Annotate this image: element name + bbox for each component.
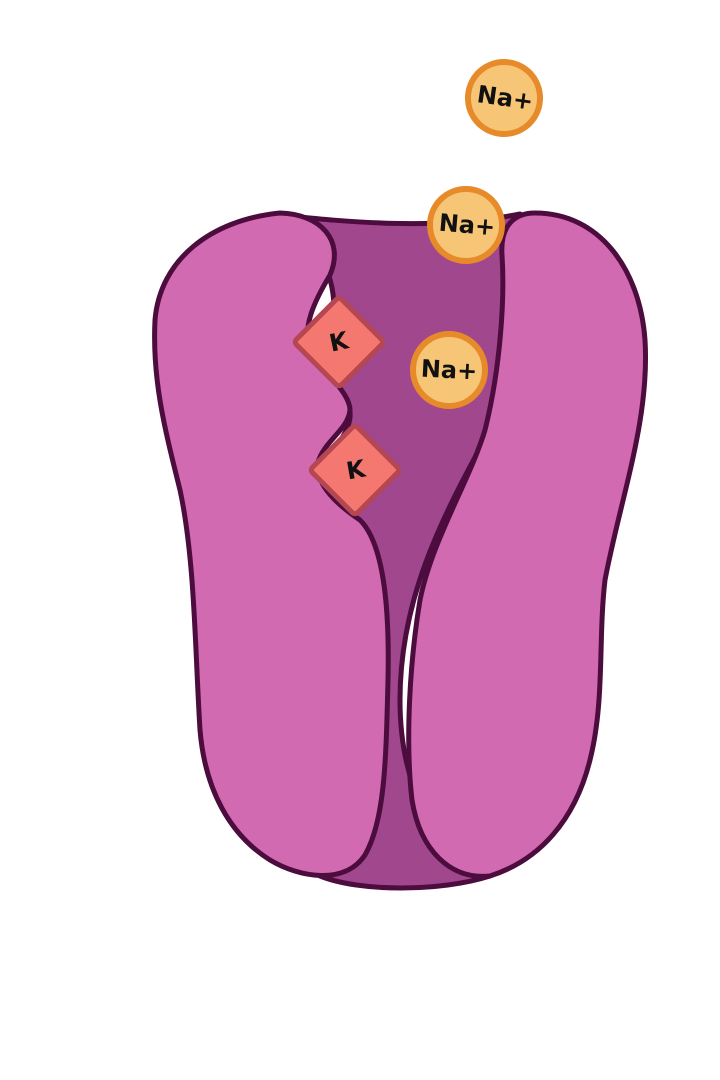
sodium-ion-circle [427, 186, 505, 264]
potassium-marker [308, 423, 402, 517]
sodium-ion-1: Na+ [465, 59, 543, 137]
sodium-ion-circle [465, 59, 543, 137]
sodium-ion-circle [410, 331, 488, 409]
potassium-marker [292, 295, 386, 389]
potassium-site-1: K [292, 295, 386, 389]
sodium-ion-label: Na+ [420, 355, 478, 386]
sodium-ion-label: Na+ [438, 209, 497, 242]
potassium-site-2: K [308, 423, 402, 517]
sodium-ion-3: Na+ [410, 331, 488, 409]
right-protein-lobe [406, 210, 649, 879]
sodium-ion-2: Na+ [427, 186, 505, 264]
